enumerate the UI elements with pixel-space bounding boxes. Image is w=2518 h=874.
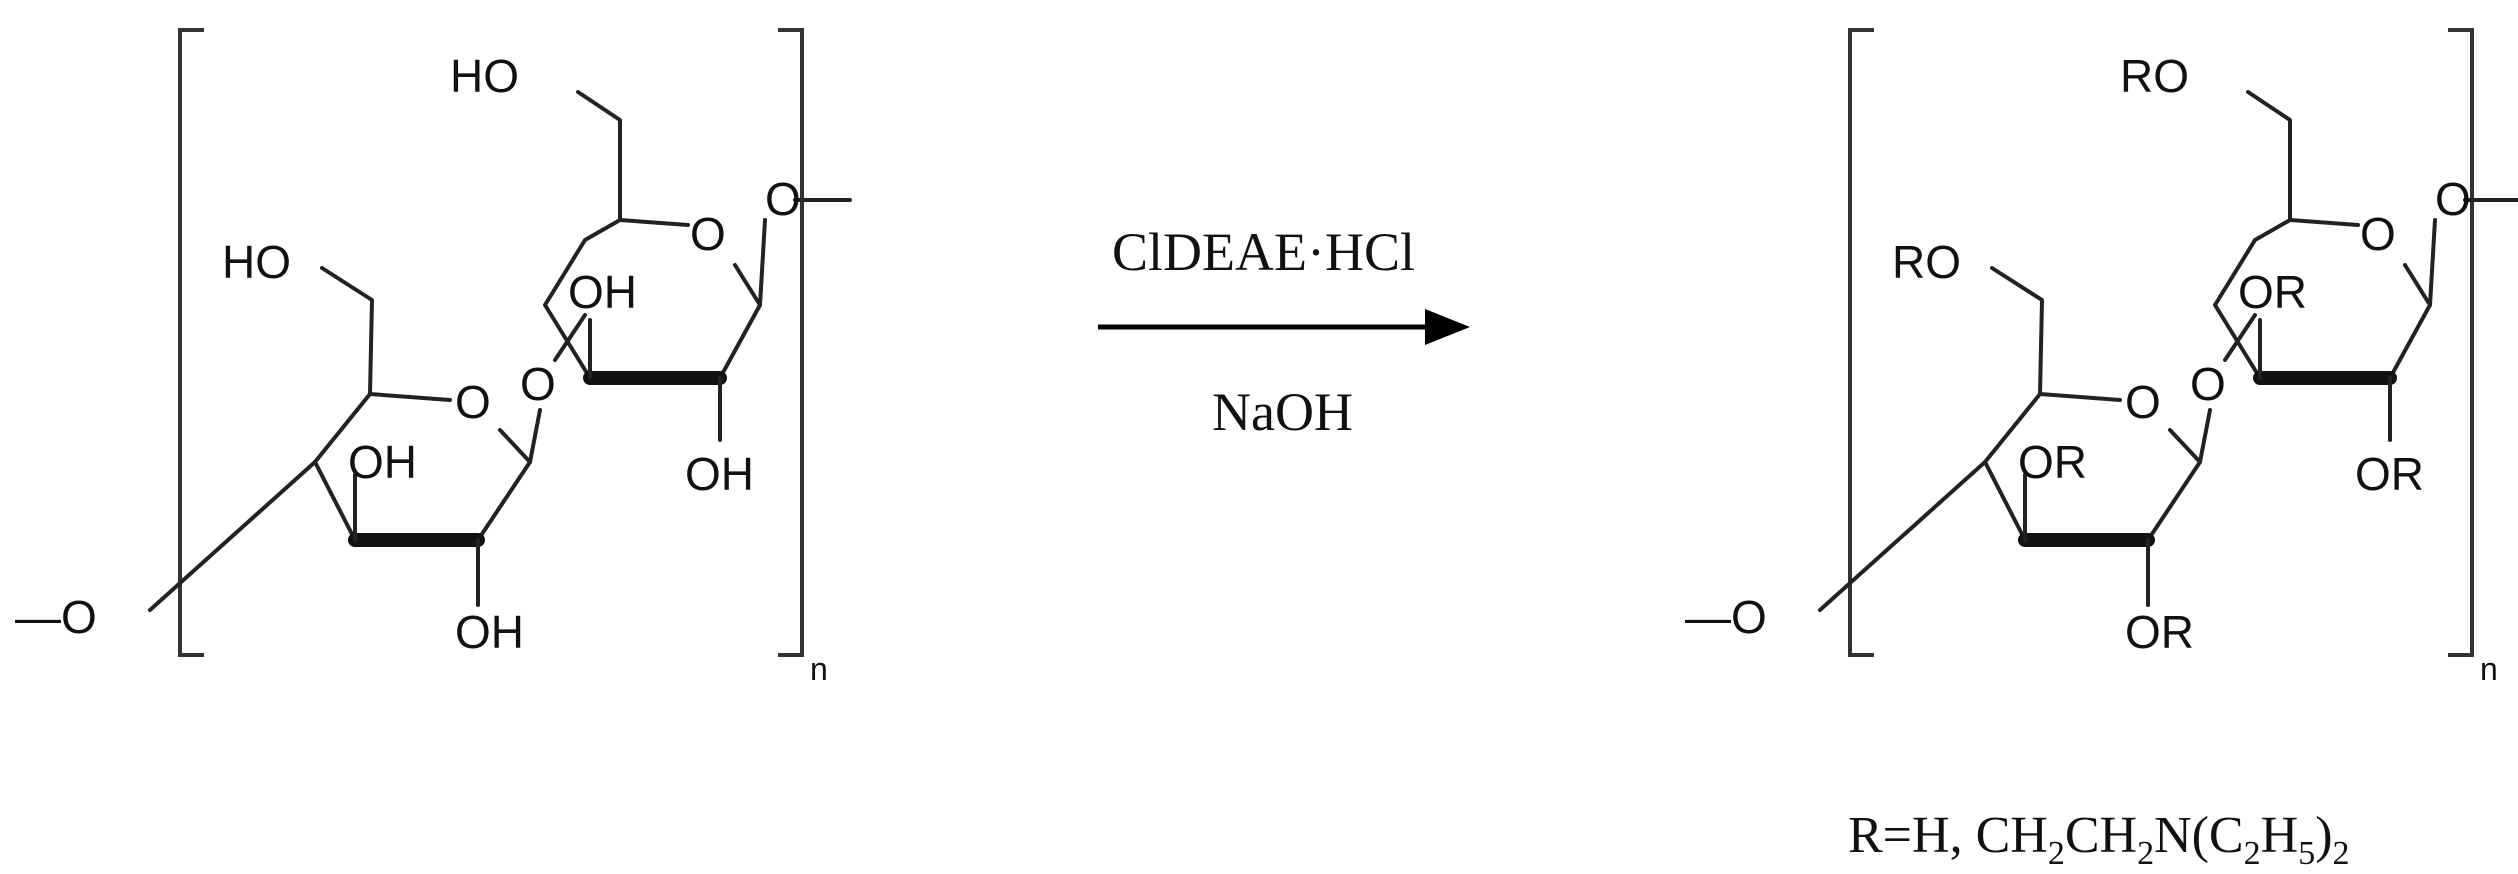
reactant-ring-left: [313, 392, 532, 542]
reactant-ring-left-oxygen: O: [455, 376, 491, 428]
reactant-ch2oh-upper: HO: [450, 50, 519, 102]
reactant-repeat-n: n: [810, 651, 828, 687]
reactant-right-oh-bonds: [588, 198, 852, 442]
reactant-oh-upper-ring-1: OH: [568, 266, 637, 318]
r-def-ch: CH: [2065, 807, 2137, 864]
product-ring-right: [2213, 218, 2432, 380]
reaction-arrow-head: [1425, 309, 1470, 345]
reactant-right-ch2: [576, 90, 622, 222]
product-or-upper-ring-2: OR: [2355, 448, 2424, 500]
reactant-ring-right: [543, 218, 762, 380]
r-def-sub2: 2: [2137, 835, 2154, 872]
r-def-sub4: 5: [2298, 835, 2315, 872]
reactant-left-ch2: [320, 266, 374, 396]
reactant-bridge-bonds: [528, 313, 587, 464]
reactant-left-bracket: [178, 28, 204, 657]
product-ring-left: [1983, 392, 2202, 542]
r-group-definition: R=H, CH2CH2N(C2H5)2: [1848, 807, 2350, 872]
product-ch2or-upper: RO: [2120, 50, 2189, 102]
product-terminal-oxygen: —O: [1685, 591, 1767, 643]
product-bridge-oxygen: O: [2190, 358, 2226, 410]
product-ring-right-oxygen: O: [2360, 208, 2396, 260]
product-or-upper-ring-1: OR: [2238, 266, 2307, 318]
product-repeat-n: n: [2480, 651, 2498, 687]
reactant-oh-lower-ring-1: OH: [348, 436, 417, 488]
product-left-bracket: [1848, 28, 1874, 657]
product-left-ch2: [1990, 266, 2044, 396]
product-or-lower-ring-1: OR: [2018, 436, 2087, 488]
product-left-or-bonds: [1818, 460, 2150, 612]
r-def-sub1: 2: [2048, 835, 2065, 872]
product-glycosidic-oxygen: O: [2435, 173, 2471, 225]
reaction-arrow-group: ClDEAE·HCl NaOH: [1098, 222, 1470, 442]
product-ch2or-lower: RO: [1892, 236, 1961, 288]
product-right-bracket: [2448, 28, 2474, 657]
reactant-terminal-oxygen: —O: [15, 591, 97, 643]
product-right-ch2: [2246, 90, 2292, 222]
reactant-oh-upper-ring-2: OH: [685, 448, 754, 500]
product-ring-left-oxygen: O: [2125, 376, 2161, 428]
r-def-h: H: [2261, 807, 2299, 864]
r-def-sub3: 2: [2244, 835, 2261, 872]
reactant-ring-right-oxygen: O: [690, 208, 726, 260]
reactant-right-bracket: [778, 28, 804, 657]
reagent-below-arrow: NaOH: [1212, 382, 1353, 442]
reactant-bridge-oxygen: O: [520, 358, 556, 410]
reactant-left-oh-bonds: [148, 460, 480, 612]
r-def-nopen: N(C: [2154, 807, 2244, 864]
r-def-close: ): [2315, 807, 2332, 864]
r-def-prefix: R=H, CH: [1848, 807, 2048, 864]
product-structure: O O O O —O RO RO OR OR OR OR n: [1685, 28, 2518, 687]
reagent-above-arrow: ClDEAE·HCl: [1112, 222, 1415, 282]
product-bridge-bonds: [2198, 313, 2257, 464]
reactant-glycosidic-oxygen: O: [765, 173, 801, 225]
r-def-sub5: 2: [2333, 835, 2350, 872]
reactant-structure: O O O O —O HO HO OH OH OH OH n: [15, 28, 852, 687]
reactant-ch2oh-lower: HO: [222, 236, 291, 288]
reactant-oh-lower-ring-2: OH: [455, 606, 524, 658]
product-right-or-bonds: [2258, 198, 2518, 442]
product-or-lower-ring-2: OR: [2125, 606, 2194, 658]
